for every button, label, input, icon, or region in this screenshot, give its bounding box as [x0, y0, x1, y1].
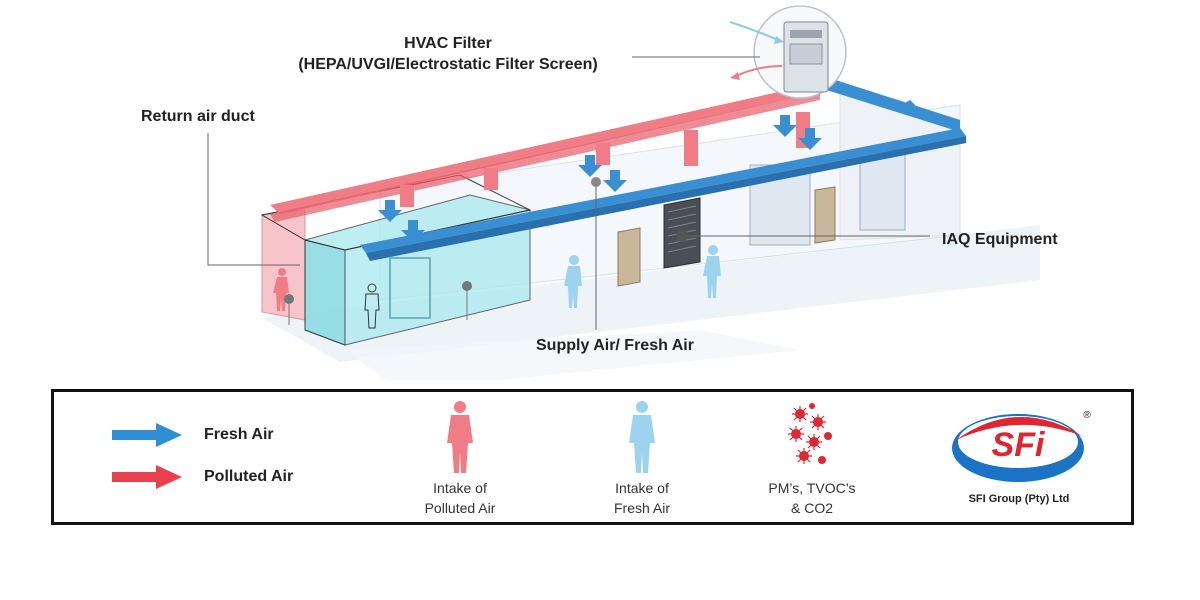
legend-polluted-air-text: Polluted Air: [204, 468, 294, 485]
return-duct-drops: [400, 112, 810, 207]
iaq-equipment-label: IAQ Equipment: [942, 231, 1058, 248]
sensor-pins: [284, 281, 472, 325]
return-duct: [270, 85, 820, 214]
door: [814, 186, 836, 244]
hvac-filter-label: HVAC Filter (HEPA/UVGI/Electrostatic Fil…: [258, 33, 638, 75]
pollutants-line1: PM’s, TVOC’s: [768, 480, 856, 496]
supply-air-label: Supply Air/ Fresh Air: [536, 337, 694, 354]
window: [859, 149, 906, 231]
red-arrow-icon: [112, 465, 182, 489]
intake-polluted-line1: Intake of: [433, 480, 487, 496]
sfi-logo: SFi ® SFI Group (Pty) Ltd: [944, 406, 1094, 505]
person-red-icon: [447, 401, 473, 473]
intake-polluted-line2: Polluted Air: [424, 500, 496, 516]
legend-polluted-air: Polluted Air: [112, 465, 293, 489]
legend-pollutants: PM’s, TVOC’s & CO2: [742, 400, 882, 518]
person-outline: [364, 283, 380, 329]
hvac-filter-subtitle: (HEPA/UVGI/Electrostatic Filter Screen): [298, 56, 598, 73]
legend-intake-polluted: Intake of Polluted Air: [390, 400, 530, 518]
blue-arrow-icon: [112, 423, 182, 447]
intake-fresh-line1: Intake of: [615, 480, 669, 496]
registered-mark: ®: [1083, 410, 1091, 421]
iaq-marker: [676, 230, 688, 242]
person-fresh: [564, 245, 721, 308]
legend-fresh-air-text: Fresh Air: [204, 426, 274, 443]
building-illustration: [207, 5, 1040, 380]
supply-marker: [591, 177, 601, 187]
sfi-logo-mark: SFi ®: [952, 410, 1091, 482]
floor-shadow: [345, 330, 800, 380]
hvac-filter-title: HVAC Filter: [404, 35, 492, 52]
room-door: [389, 257, 431, 319]
company-name: SFI Group (Pty) Ltd: [968, 493, 1070, 505]
pollutants-line2: & CO2: [790, 500, 833, 516]
person-polluted: [273, 268, 289, 311]
door: [617, 227, 641, 287]
legend-intake-fresh: Intake of Fresh Air: [572, 400, 712, 518]
person-blue-icon: [629, 401, 655, 473]
supply-down-arrows: [378, 100, 916, 242]
legend-box: Fresh Air Polluted Air Intake of Pollute…: [51, 389, 1134, 525]
supply-duct-top: [814, 75, 960, 132]
logo-mark-text: SFi: [992, 426, 1046, 464]
return-air-duct-label: Return air duct: [141, 108, 255, 125]
clean-room-front: [304, 239, 346, 346]
virus-particles-icon: [788, 403, 832, 464]
floor-slab: [262, 225, 1040, 362]
callout-lines: [207, 56, 930, 330]
legend-fresh-air: Fresh Air: [112, 423, 274, 447]
intake-fresh-line2: Fresh Air: [613, 500, 670, 516]
hvac-diagram: HVAC Filter (HEPA/UVGI/Electrostatic Fil…: [141, 5, 1058, 380]
supply-duct: [360, 128, 966, 253]
